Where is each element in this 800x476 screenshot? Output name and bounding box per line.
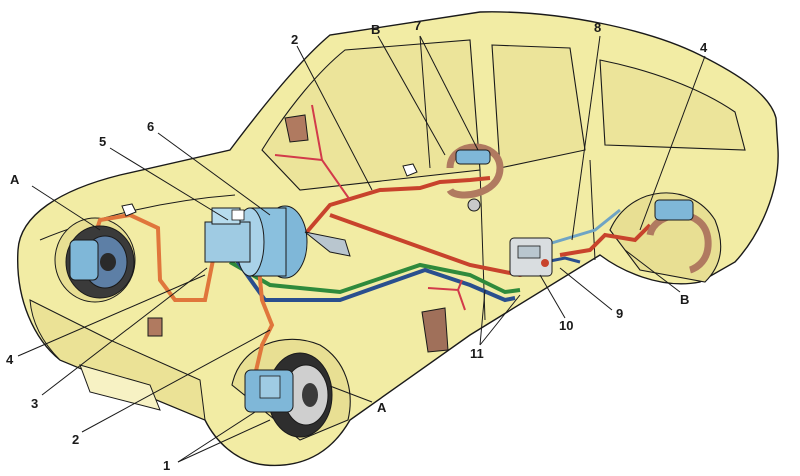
label-7: 7 [414, 18, 421, 33]
front-right-brake [244, 352, 333, 438]
red-line-rear-left [298, 176, 491, 242]
label-5: 5 [99, 134, 106, 149]
label-2-bottom: 2 [72, 432, 79, 447]
label-B-right: B [680, 292, 689, 307]
rear-right-drum-brake [646, 199, 712, 274]
label-8: 8 [594, 20, 601, 35]
detached-nut-2 [402, 163, 418, 177]
highlight-mark-2 [427, 279, 466, 311]
label-4-top: 4 [700, 40, 708, 55]
front-left-brake [65, 225, 135, 299]
label-B-top: B [371, 22, 380, 37]
label-A-front-left: A [10, 172, 20, 187]
label-1: 1 [163, 458, 170, 473]
detached-nut-1 [121, 203, 137, 217]
callout-labels: A 5 6 2 B 7 8 4 B 9 10 11 4 3 2 A 1 [6, 18, 708, 473]
label-2-top: 2 [291, 32, 298, 47]
red-line-rear-right [559, 223, 652, 257]
highlight-mark-1 [274, 104, 351, 201]
detached-bracket-1 [284, 114, 309, 143]
pressure-regulator [509, 237, 553, 277]
label-3: 3 [31, 396, 38, 411]
green-line [229, 260, 521, 295]
label-11: 11 [470, 346, 484, 361]
label-9: 9 [616, 306, 623, 321]
rear-left-drum-brake [446, 143, 504, 212]
master-cylinder [204, 207, 251, 263]
blue-line [233, 256, 516, 303]
orange-line-front-left [88, 212, 217, 302]
light-line [544, 208, 621, 247]
label-10: 10 [559, 318, 573, 333]
detached-clip-1 [147, 317, 163, 337]
label-A-bottom: A [377, 400, 387, 415]
label-4-left: 4 [6, 352, 14, 367]
leader-lines [17, 35, 706, 463]
label-6: 6 [147, 119, 154, 134]
detached-bracket-2 [421, 307, 449, 353]
pedal-linkage [304, 231, 351, 257]
